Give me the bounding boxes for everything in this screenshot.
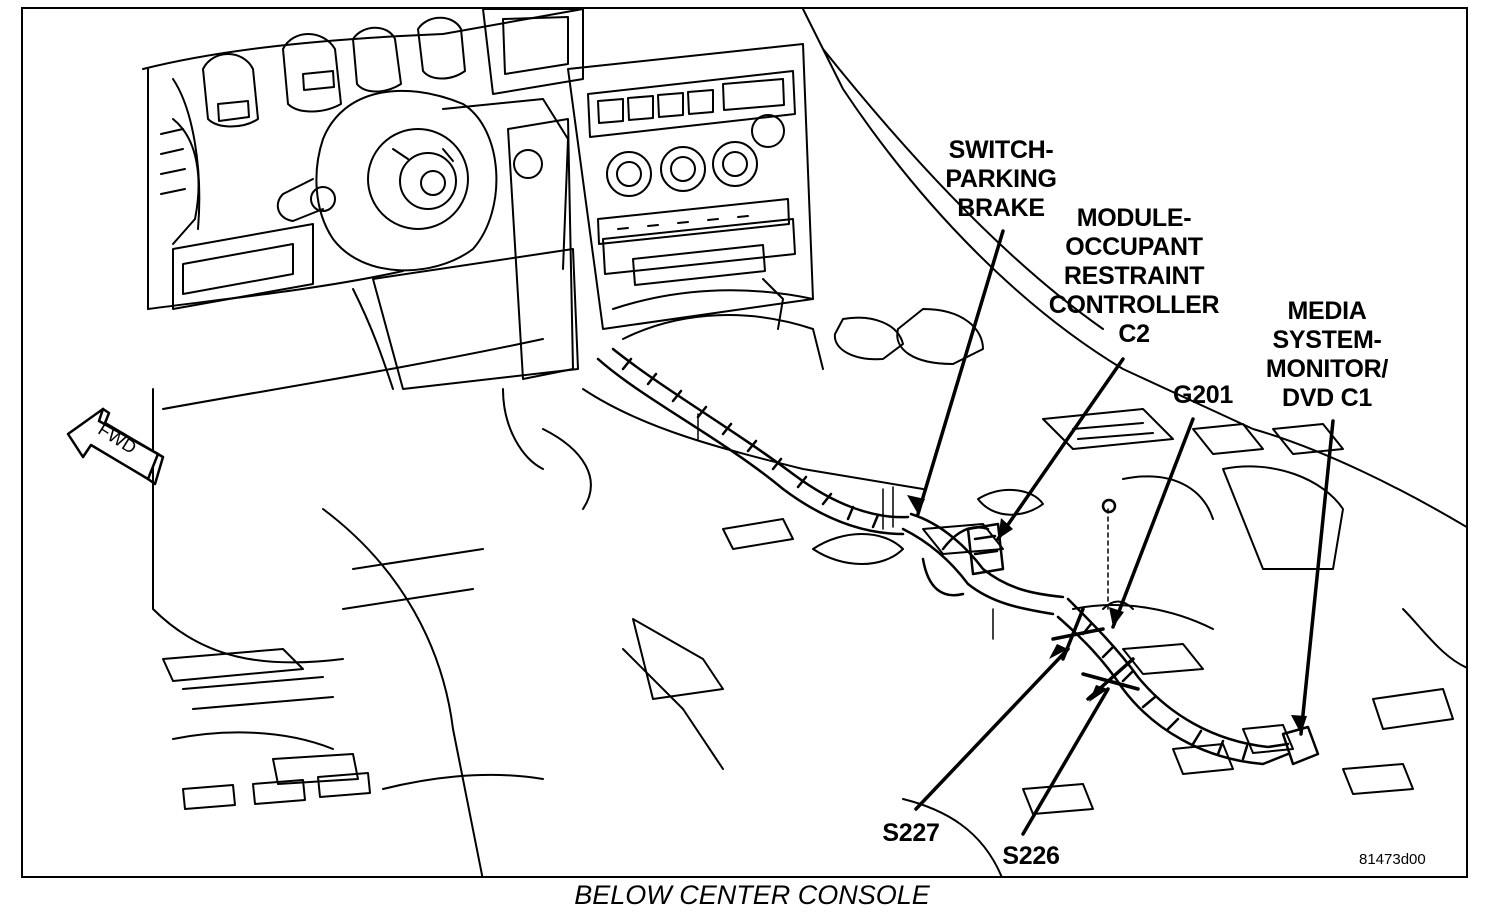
label-s226: S226 [1002, 842, 1060, 870]
leader-s226 [1021, 687, 1110, 836]
leader-g201 [1111, 417, 1195, 629]
leader-module-occupant-restraint [996, 357, 1125, 541]
wiring-illustration: FWD [66, 9, 1466, 876]
diagram-frame: FWD SWITCH- PARKING BRAKE MODULE- OCCUPA… [21, 7, 1468, 878]
label-module-occupant-restraint: MODULE- OCCUPANT RESTRAINT CONTROLLER C2 [1048, 204, 1220, 348]
wiring-harness [596, 347, 1320, 766]
label-g201: G201 [1173, 381, 1233, 409]
figure-number: 81473d00 [1359, 851, 1426, 868]
leader-arrowheads [907, 495, 1307, 734]
leader-lines [914, 229, 1335, 836]
steering-column [276, 89, 579, 390]
leader-media-system-monitor [1299, 419, 1335, 736]
label-s227: S227 [882, 819, 940, 847]
label-switch-parking-brake: SWITCH- PARKING BRAKE [945, 136, 1057, 222]
fwd-arrow: FWD [66, 407, 165, 486]
floor-pan [162, 9, 1466, 876]
caption: BELOW CENTER CONSOLE [574, 880, 930, 910]
dashboard-outline [142, 9, 584, 664]
leader-s227 [914, 647, 1070, 811]
label-media-system-monitor: MEDIA SYSTEM- MONITOR/ DVD C1 [1265, 297, 1389, 412]
leader-switch-parking-brake [916, 229, 1005, 516]
center-stack [567, 43, 824, 370]
